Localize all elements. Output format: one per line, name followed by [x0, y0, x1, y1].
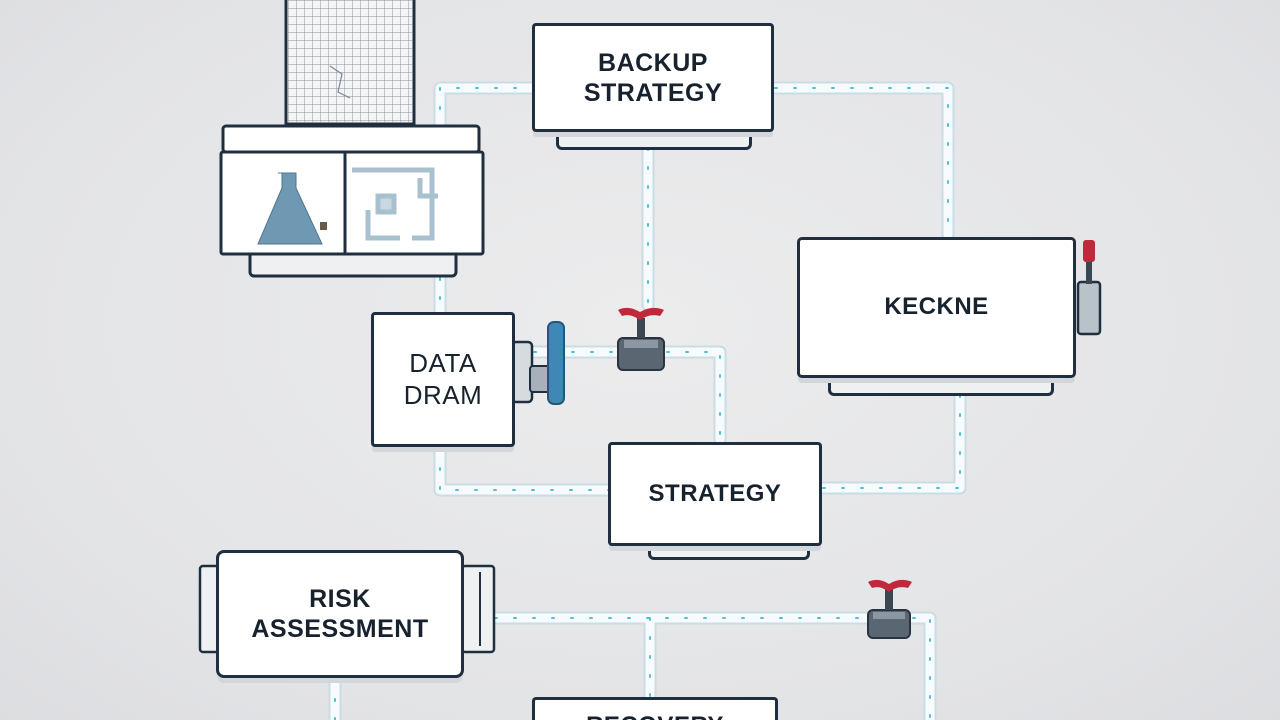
recovery-label: RECOVERY: [586, 712, 724, 720]
risk-assessment-box[interactable]: RISK ASSESSMENT: [216, 550, 464, 678]
pipe-fitting: [510, 321, 565, 405]
backup-strategy-label: BACKUP STRATEGY: [583, 48, 723, 107]
data-dram-box[interactable]: DATA DRAM: [371, 312, 515, 447]
data-dram-label: DATA DRAM: [403, 348, 483, 410]
backup-strategy-base: [556, 128, 752, 150]
backup-strategy-box[interactable]: BACKUP STRATEGY: [532, 23, 774, 132]
lab-cabinet: [219, 124, 485, 278]
grid-panel-icon: [284, 0, 416, 126]
strategy-label: STRATEGY: [648, 479, 782, 507]
lab-equipment-icon: [352, 167, 438, 241]
pipe-lines: [328, 81, 967, 720]
risk-side-tabs: [198, 564, 496, 654]
valve-icon: [617, 307, 665, 371]
recovery-box[interactable]: RECOVERY: [532, 697, 778, 720]
flask-icon: [257, 172, 327, 245]
valve-icon: [867, 579, 912, 639]
valve-icon: [1076, 240, 1102, 336]
strategy-box[interactable]: STRATEGY: [608, 442, 822, 546]
keckne-box[interactable]: KECKNE: [797, 237, 1076, 378]
risk-assessment-label: RISK ASSESSMENT: [251, 585, 429, 643]
keckne-label: KECKNE: [884, 293, 989, 321]
